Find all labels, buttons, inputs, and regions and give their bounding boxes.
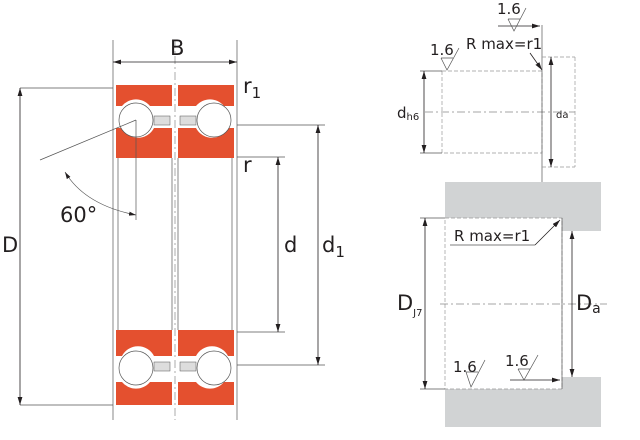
r1-label: r1 xyxy=(243,74,261,102)
housing-roughness-2: 1.6 xyxy=(505,352,529,370)
shaft-detail: dh6 da R max=r1 1.6 1.6 xyxy=(397,0,576,182)
housing-detail: R max=r1 DJ7 Da 1.6 1.6 xyxy=(397,182,607,427)
bottom-rings xyxy=(116,330,234,405)
width-label: B xyxy=(170,36,184,60)
housing-rmax-label: R max=r1 xyxy=(454,227,530,245)
contact-angle-label: 60° xyxy=(60,203,97,227)
dj7-label: DJ7 xyxy=(397,291,422,319)
d1-label: d1 xyxy=(322,233,345,261)
housing-roughness-1: 1.6 xyxy=(453,358,477,376)
shaft-roughness-top: 1.6 xyxy=(497,0,521,18)
Da-label: Da xyxy=(576,291,601,317)
outer-diameter-label: D xyxy=(2,233,18,257)
shaft-roughness-left: 1.6 xyxy=(430,41,454,59)
dh6-label: dh6 xyxy=(397,104,419,123)
da-label: da xyxy=(556,110,568,121)
shaft-rmax-label: R max=r1 xyxy=(466,35,542,53)
bore-diameter-label: d xyxy=(284,233,297,257)
bearing-section: B r1 r D d d1 60° xyxy=(2,36,345,420)
r-label: r xyxy=(243,153,252,177)
